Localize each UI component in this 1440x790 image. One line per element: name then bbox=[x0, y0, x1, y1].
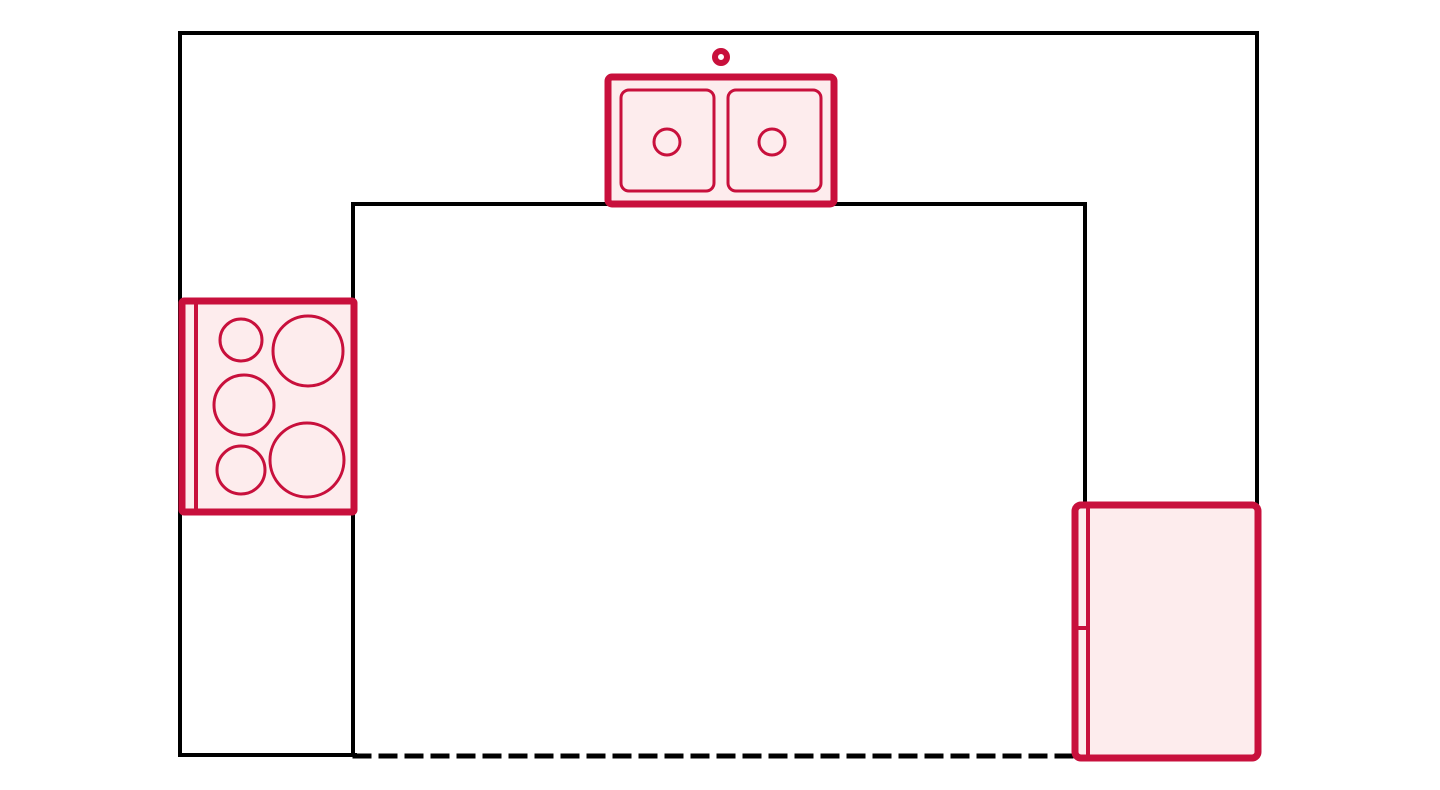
faucet-icon[interactable] bbox=[712, 48, 730, 66]
range-body[interactable] bbox=[178, 297, 358, 516]
range-fixture[interactable] bbox=[178, 297, 358, 516]
burner-rear-right-icon[interactable] bbox=[271, 314, 345, 388]
sink-drain-right-icon bbox=[757, 127, 787, 157]
burner-front-left-icon[interactable] bbox=[215, 444, 267, 496]
sink-basin-left[interactable] bbox=[619, 88, 716, 193]
sink-fixture[interactable] bbox=[604, 48, 838, 208]
refrigerator-fixture[interactable] bbox=[1071, 501, 1262, 762]
refrigerator-body[interactable] bbox=[1071, 501, 1262, 762]
sink-drain-left-icon bbox=[652, 127, 682, 157]
sink-body[interactable] bbox=[604, 73, 838, 208]
burner-center-left-icon[interactable] bbox=[212, 373, 276, 437]
burner-rear-left-icon[interactable] bbox=[218, 317, 264, 363]
sink-basin-right[interactable] bbox=[726, 88, 823, 193]
counter-front-edge bbox=[351, 202, 1087, 757]
burner-front-right-icon[interactable] bbox=[268, 421, 346, 499]
